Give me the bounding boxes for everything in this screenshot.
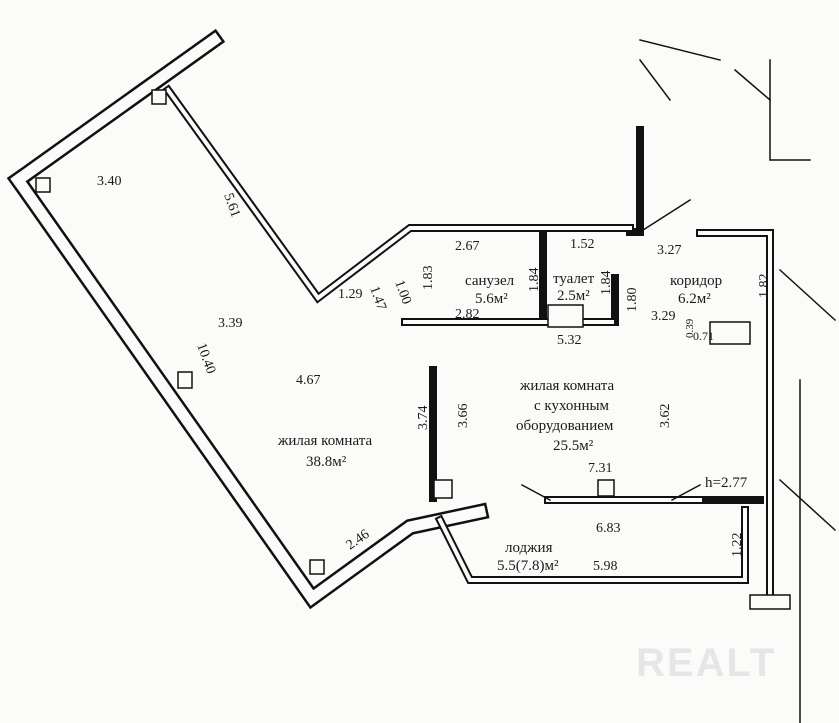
dim-label: 1.47 (366, 284, 388, 312)
room-corridor-area: 6.2м² (678, 291, 711, 307)
room-labels: жилая комната 38.8м² жилая комната с кух… (277, 271, 748, 574)
dim-label: 1.83 (421, 266, 436, 291)
watermark-logo: REALT (636, 641, 776, 685)
room-living-area: 38.8м² (306, 454, 347, 470)
dim-label: 1.52 (570, 237, 595, 252)
dim-label: 0.71 (693, 329, 714, 343)
dim-label: 1.29 (338, 287, 363, 302)
room-living-name: жилая комната (277, 433, 372, 449)
dim-label: 1.22 (730, 533, 745, 558)
dim-label: 7.31 (588, 461, 613, 476)
room-bathroom-name: санузел (465, 273, 515, 289)
dim-label: 3.62 (658, 404, 673, 429)
dim-label: 3.27 (657, 243, 682, 258)
walls (6, 28, 837, 723)
room-kitchen-line1: жилая комната (519, 378, 614, 394)
room-bathroom-area: 5.6м² (475, 291, 508, 307)
dim-label: 3.40 (97, 174, 122, 189)
dim-label: 1.00 (391, 278, 413, 306)
room-kitchen-line2: с кухонным (534, 398, 610, 414)
dim-label: 3.39 (218, 316, 243, 331)
dim-label: 5.32 (557, 333, 582, 348)
ceiling-height: h=2.77 (705, 475, 748, 491)
room-loggia-area: 5.5(7.8)м² (497, 558, 559, 574)
room-kitchen-area: 25.5м² (553, 438, 594, 454)
dim-label: 5.98 (593, 559, 618, 574)
dim-label: 1.80 (625, 288, 640, 313)
dim-label: 0.39 (684, 318, 696, 338)
dim-label: 3.29 (651, 309, 676, 324)
dim-label: 10.40 (193, 341, 218, 376)
dim-label: 1.84 (527, 268, 542, 293)
room-loggia-name: лоджия (505, 540, 553, 556)
room-corridor-name: коридор (670, 273, 722, 289)
dim-label: 6.83 (596, 521, 621, 536)
dim-label: 4.67 (296, 373, 321, 388)
room-kitchen-line3: оборудованием (516, 418, 614, 434)
dim-label: 1.82 (757, 274, 772, 299)
room-toilet-area: 2.5м² (557, 288, 590, 304)
dim-label: 2.67 (455, 239, 480, 254)
dim-label: 3.74 (416, 406, 431, 431)
dim-label: 3.66 (456, 404, 471, 429)
dim-label: 1.84 (599, 271, 614, 296)
room-toilet-name: туалет (553, 271, 595, 287)
dim-label: 2.82 (455, 307, 480, 322)
